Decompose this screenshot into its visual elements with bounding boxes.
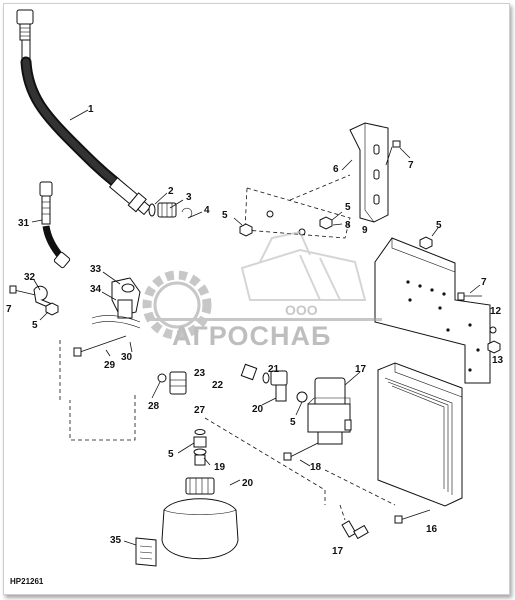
callout-17a: 5	[290, 417, 296, 428]
callout-29: 29	[104, 360, 116, 371]
warning-label	[135, 537, 157, 567]
callout-7b: 7	[481, 277, 487, 288]
callout-14: 17	[332, 546, 344, 557]
valve-fitting	[91, 277, 141, 329]
mounting-plate	[374, 237, 491, 384]
bolt	[394, 509, 431, 524]
figure-id: HP21261	[10, 577, 44, 586]
callout-23: 23	[194, 368, 206, 379]
callout-13: 16	[426, 524, 438, 535]
callout-20: 20	[252, 404, 264, 415]
callout-5a: 5	[222, 210, 228, 221]
bolt	[457, 292, 482, 301]
callout-34: 34	[90, 284, 102, 295]
callout-10: 12	[490, 306, 502, 317]
nut	[239, 210, 333, 237]
callout-9: 9	[362, 225, 368, 236]
callout-5c: 5	[436, 220, 442, 231]
mounting-bracket	[349, 122, 389, 223]
callout-32: 32	[24, 272, 36, 283]
callout-19: 20	[242, 478, 254, 489]
adapter	[157, 371, 187, 395]
callout-5b: 5	[345, 202, 351, 213]
callout-3: 3	[186, 192, 192, 203]
agrosnab-watermark: ООО АГРОСНАБ	[142, 230, 382, 351]
bolt	[283, 442, 319, 461]
callout-28: 28	[148, 401, 160, 412]
watermark-company-form: ООО	[285, 302, 318, 318]
fitting-stack	[193, 429, 207, 466]
callout-4: 4	[204, 205, 210, 216]
callout-15: 17	[355, 364, 367, 375]
nut	[419, 236, 433, 250]
watermark-brand: АГРОСНАБ	[172, 321, 331, 351]
fitting-group	[148, 202, 193, 219]
nut	[487, 340, 501, 354]
bolt	[73, 335, 127, 357]
washer	[489, 326, 497, 334]
callout-5d: 5	[32, 320, 38, 331]
callout-18: 19	[214, 462, 226, 473]
valve-block	[307, 377, 352, 445]
callout-21: 21	[268, 364, 280, 375]
elbow-fitting	[262, 370, 308, 403]
bolt	[385, 140, 401, 166]
callout-22: 22	[212, 380, 224, 391]
callout-6: 6	[333, 164, 339, 175]
hose-assembly	[16, 9, 152, 216]
fitting	[240, 363, 258, 381]
callout-35: 35	[110, 535, 122, 546]
callout-7a: 7	[408, 160, 414, 171]
callout-17b: 5	[168, 449, 174, 460]
short-hose	[39, 181, 71, 269]
accumulator	[161, 477, 239, 560]
callout-7c: 7	[6, 304, 12, 315]
callout-27: 27	[194, 405, 206, 416]
callout-30: 30	[121, 352, 133, 363]
callout-11: 13	[492, 355, 504, 366]
sensor	[341, 520, 369, 540]
callout-1: 1	[88, 104, 94, 115]
callout-2: 2	[168, 186, 174, 197]
control-box	[377, 362, 463, 507]
callout-33: 33	[90, 264, 102, 275]
clamp	[9, 285, 59, 316]
callout-8: 8	[345, 220, 351, 231]
callout-31: 31	[18, 218, 30, 229]
callout-16: 18	[310, 462, 322, 473]
